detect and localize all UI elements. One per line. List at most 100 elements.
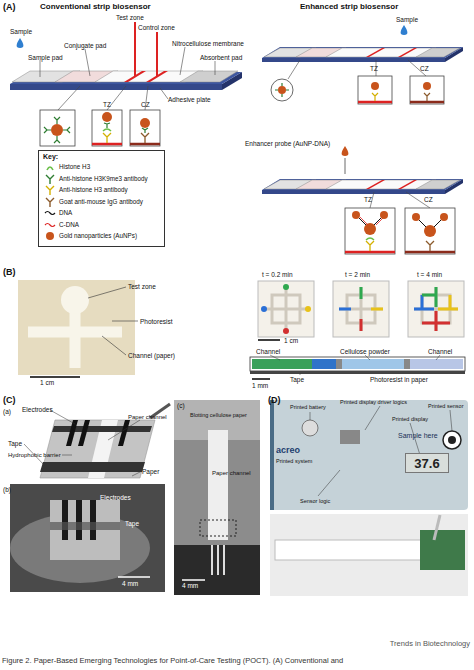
printed-system-photo-part: [420, 530, 465, 570]
electrode-device-part: [10, 484, 165, 592]
annotation-label: Conventional strip biosensor: [40, 3, 151, 12]
annotation-label: Paper channel: [128, 414, 167, 421]
annotation-label: Printed system: [276, 458, 312, 464]
electrode-device-part: [90, 500, 96, 540]
enhanced-strip-part: [416, 48, 460, 57]
flow-timelapse-part: [339, 287, 383, 331]
flow-timelapse-part: [339, 308, 351, 311]
enhanced-strip-part: [410, 101, 444, 104]
conventional-strip-part: [180, 47, 185, 75]
electrode-device-part: [76, 500, 82, 540]
electrode-device-part: [62, 500, 68, 540]
enhanced-strip-part: [366, 241, 374, 251]
printed-system-photo-part: [302, 420, 318, 436]
flow-timelapse: [250, 281, 465, 379]
annotation-label: 1 cm: [40, 379, 54, 386]
conventional-strip-part: [130, 143, 160, 146]
panel-box: (C): [0, 393, 263, 633]
annotation-label: Conjugate pad: [64, 42, 106, 49]
flow-timelapse-part: [438, 295, 458, 309]
conventional-strip-part: [103, 129, 111, 131]
legend-text: Anti-histone H3 antibody: [59, 186, 128, 193]
annotation-label: (c): [177, 402, 185, 409]
electrode-device-part: [50, 522, 120, 530]
flow-timelapse-part: [360, 319, 363, 331]
annotation-label: Test zone: [128, 283, 156, 290]
flow-timelapse-part: [410, 359, 463, 369]
enhanced-strip-part: [345, 158, 346, 174]
conventional-strip-part: [92, 143, 122, 146]
printed-system-photo-part: [270, 400, 274, 510]
annotation-label: Cellulose powder: [340, 348, 390, 355]
enhanced-strip-part: [366, 238, 374, 240]
annotation-label: Sample here: [398, 432, 438, 440]
enhanced-strip-part: [366, 48, 385, 57]
enhanced-strip-part: [262, 58, 445, 62]
flow-timelapse-part: [342, 359, 404, 369]
annotation-label: Sample pad: [28, 54, 63, 61]
enhanced-strip-part: [418, 219, 442, 227]
annotation-label: Printed display driver logics: [340, 399, 407, 405]
electrode-device-part: [62, 455, 72, 456]
legend-sample: [44, 220, 56, 231]
annotation-label: Adhesive plate: [168, 96, 211, 103]
enhanced-strip: [262, 146, 463, 254]
annotation-label: 1 cm: [284, 337, 298, 344]
enhanced-strip-part: [398, 180, 417, 189]
flow-timelapse-part: [436, 355, 440, 360]
flow-timelapse-part: [305, 306, 311, 312]
legend-sample: [44, 185, 56, 196]
legend-text: Anti-histone H3K9me3 antibody: [59, 175, 148, 182]
annotation-label: Electrodes: [22, 406, 53, 413]
panel-label: (D): [268, 395, 281, 405]
annotation-label: Printed battery: [290, 404, 326, 410]
legend-text: Gold nanoparticles (AuNPs): [59, 232, 137, 239]
paper-device-photo-part: [28, 312, 122, 368]
legend-sample: [44, 231, 56, 242]
electrode-device-part: [40, 420, 155, 478]
conventional-strip-part: [130, 110, 160, 146]
annotation-label: Tape: [8, 440, 22, 447]
annotation-label: Tape: [125, 520, 139, 527]
flow-timelapse-part: [283, 284, 289, 290]
flow-timelapse-part: [414, 287, 458, 331]
flow-timelapse-part: [422, 287, 436, 307]
printed-system-photo-part: [450, 410, 452, 431]
flow-timelapse-part: [250, 371, 465, 374]
electrode-device-part: [118, 576, 150, 578]
enhanced-strip-part: [412, 213, 420, 221]
electrode-device-part: [118, 420, 130, 446]
annotation-label: (a): [3, 408, 11, 415]
enhanced-strip-part: [366, 180, 385, 189]
printed-system-photo-part: [310, 412, 311, 420]
conventional-strip-part: [156, 32, 158, 76]
annotation-label: 1 mm: [252, 382, 268, 389]
conventional-strip-part: [44, 117, 70, 143]
electrode-device-part: [174, 400, 260, 595]
annotation-label: Channel: [256, 348, 280, 355]
enhanced-strip-part: [380, 211, 388, 219]
enhanced-strip-part: [288, 60, 300, 79]
flow-timelapse-part: [360, 287, 363, 299]
annotation-label: Nitrocellulose membrane: [172, 40, 244, 47]
annotation-label: TZ: [103, 101, 111, 108]
legend-sample: [44, 208, 56, 219]
annotation-label: Paper channel: [212, 470, 251, 477]
enhanced-strip-part: [262, 179, 463, 190]
conventional-strip-part: [85, 49, 90, 76]
enhanced-strip-part: [423, 82, 431, 90]
annotation-label: (b): [3, 486, 11, 493]
enhanced-strip-part: [262, 190, 445, 194]
flow-timelapse-part: [252, 359, 312, 369]
electrode-device-part: [78, 420, 90, 446]
legend-sample: [44, 174, 56, 185]
legend-sample-part: [46, 232, 54, 240]
electrode-device-part: [50, 500, 120, 560]
enhanced-strip: [262, 25, 463, 104]
annotation-label: Sensor logic: [300, 498, 330, 504]
conventional-strip-part: [51, 124, 63, 136]
conventional-strip-part: [10, 72, 242, 84]
electrode-device-part: [52, 426, 152, 432]
flow-timelapse-part: [283, 328, 289, 334]
